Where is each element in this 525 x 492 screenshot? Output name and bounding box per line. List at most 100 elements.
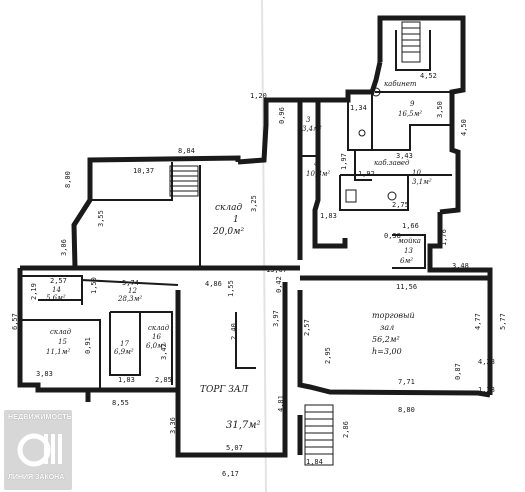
room-14: 14 5,6м² — [46, 286, 66, 302]
stair-flight — [401, 21, 421, 63]
partition — [347, 100, 372, 181]
dimension: 4,52 — [420, 72, 437, 80]
dimension: 4,81 — [277, 395, 285, 412]
dimension: 1,83 — [320, 212, 337, 220]
room-area: 28,3м² — [117, 295, 142, 303]
room-number: 15 — [58, 338, 67, 346]
fixtures — [345, 87, 397, 203]
dimension: 0,87 — [454, 363, 462, 380]
room-kab-zaved: каб.завед 10 3,1м² — [374, 159, 432, 186]
dimension: 3,25 — [250, 195, 258, 212]
room-name: склад — [215, 203, 243, 213]
room-number: 4 — [313, 160, 318, 168]
room-name: кабинет — [384, 80, 417, 88]
room-17: 17 6,9м² — [114, 340, 134, 356]
room-area: 5,6м² — [46, 294, 66, 302]
dimension: 1,34 — [350, 104, 367, 112]
toilet-icon — [387, 191, 397, 201]
dimension: 5,77 — [499, 313, 507, 330]
wall-segment — [427, 212, 493, 395]
dimension: 5,07 — [226, 444, 243, 452]
partition — [339, 174, 409, 211]
room-area: 6,0м² — [146, 342, 166, 350]
dimension: 0,91 — [84, 337, 92, 354]
wall-segment — [17, 268, 178, 393]
wall-segment — [377, 15, 466, 62]
room-name: склад — [148, 324, 170, 332]
room-number: 10 — [412, 169, 421, 177]
room-number: 12 — [128, 287, 137, 295]
partition — [392, 234, 426, 269]
dimension: 3,97 — [272, 310, 280, 327]
room-number: 17 — [120, 340, 129, 348]
dimension: 3,48 — [452, 262, 469, 270]
room-name: ТОРГ ЗАЛ — [200, 385, 249, 395]
room-name: торговый — [372, 311, 415, 320]
wall-segment — [71, 162, 93, 269]
dimension: 2,40 — [230, 323, 238, 340]
room-area: 16,5м² — [398, 110, 422, 118]
watermark-emblem-icon — [17, 433, 62, 467]
pipe-icon — [358, 129, 366, 137]
stair-flight — [304, 404, 334, 466]
walls — [17, 15, 493, 458]
dimension: 3,36 — [169, 417, 177, 434]
room-area: 31,7м² — [226, 420, 261, 431]
dimension: 3,43 — [396, 152, 413, 160]
stairs — [169, 21, 421, 466]
room-number: 3 — [306, 116, 311, 124]
partition — [81, 276, 179, 286]
room-area: 6м² — [400, 257, 413, 265]
room-sklad15: склад 15 11,1м² — [46, 328, 72, 356]
room-area: 3,4м² — [302, 125, 322, 133]
dimension: 1,92 — [358, 170, 375, 178]
dimension: 10,37 — [133, 167, 154, 175]
paper-fold — [261, 0, 267, 492]
dimension: 7,71 — [398, 378, 415, 386]
dimension: 6,57 — [11, 313, 19, 330]
dimension: 1,76 — [440, 229, 448, 246]
dimension: 4,28 — [478, 358, 495, 366]
dimension: 2,57 — [303, 319, 311, 336]
dimension: 1,28 — [478, 386, 495, 394]
room-area: 11,1м² — [46, 348, 70, 356]
room-name: склад — [50, 328, 72, 336]
partitions — [20, 30, 452, 390]
partition — [140, 311, 173, 385]
room-sklad16: склад 16 6,0м² — [146, 324, 170, 350]
room-kabinet: кабинет 9 16,5м² — [384, 80, 422, 118]
room-area: 6,9м² — [114, 348, 134, 356]
watermark-logo: НЕДВИЖИМОСТЬ ЛИНИЯ ЗАКОНА — [4, 410, 72, 490]
dimension: 2,86 — [342, 421, 350, 438]
dimension: 1,20 — [250, 92, 267, 100]
partition — [235, 312, 256, 369]
room-number: 9 — [410, 100, 415, 108]
room-height: h=3,00 — [372, 347, 402, 356]
dimension: 3,06 — [60, 239, 68, 256]
room-number: 13 — [404, 247, 413, 255]
wall-segment — [263, 97, 303, 260]
dimension: 1,97 — [340, 153, 348, 170]
dimension: 3,42 — [160, 343, 168, 360]
room-number: 1 — [233, 215, 239, 225]
wall-segment — [318, 61, 383, 103]
room-torgovyj: торговый зал 56,2м² h=3,00 — [372, 311, 415, 356]
pipe-icon — [371, 87, 381, 97]
dimension: 2,85 — [155, 376, 172, 384]
room-area: 3,1м² — [412, 178, 432, 186]
dimension: 1,55 — [227, 280, 235, 297]
wall-segment — [439, 30, 466, 215]
dimension: 0,96 — [278, 107, 286, 124]
room-labels: склад 1 20,0м² торговый зал 56,2м² h=3,0… — [46, 80, 432, 431]
dimension: 3,83 — [36, 370, 53, 378]
dimension: 2,95 — [324, 347, 332, 364]
wall-segment — [175, 282, 288, 458]
sink-icon — [345, 189, 357, 203]
room-3: 3 3,4м² — [302, 116, 322, 133]
partition — [395, 30, 431, 71]
room-number: 16 — [152, 333, 161, 341]
room-area: 20,0м² — [212, 227, 245, 237]
watermark-bottom-text: ЛИНИЯ ЗАКОНА — [8, 474, 65, 481]
dimension: 4,86 — [205, 280, 222, 288]
